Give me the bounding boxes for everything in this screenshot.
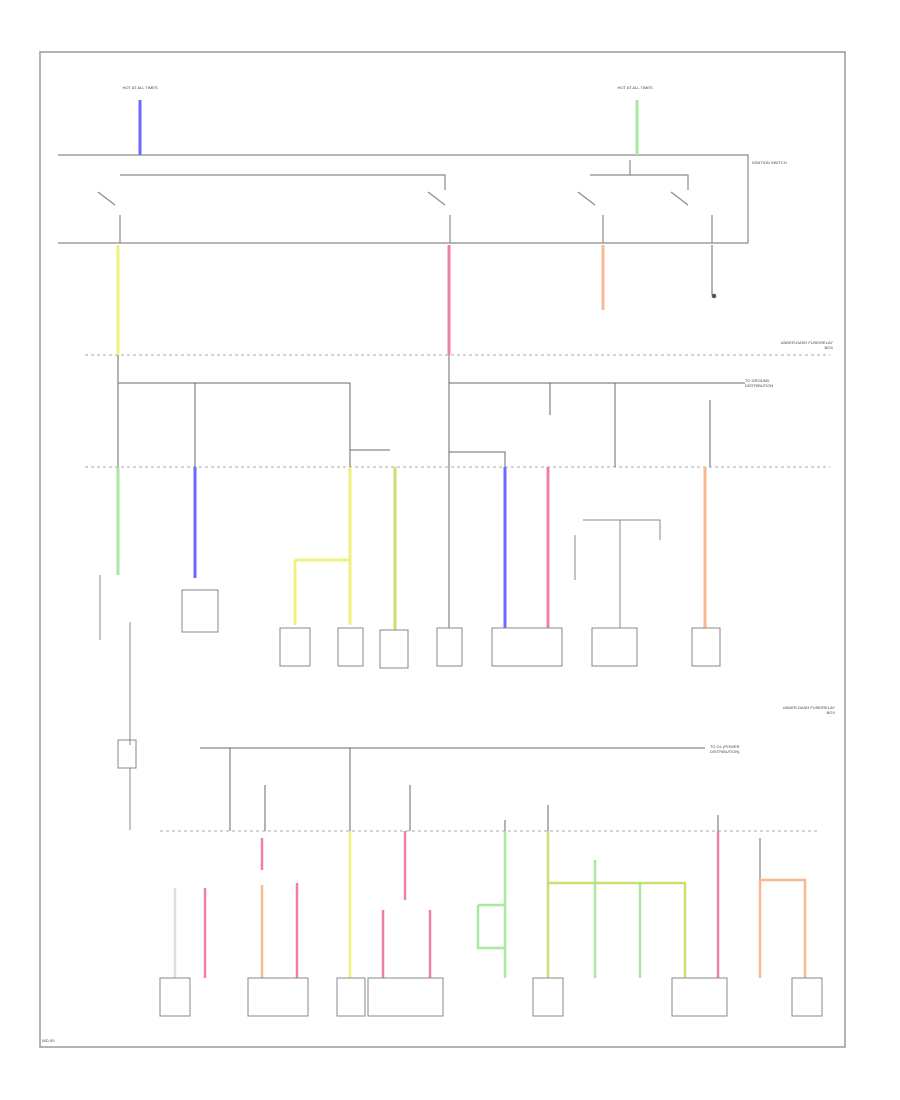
box-boundaries — [85, 354, 830, 832]
ground-symbol-icon — [711, 293, 717, 299]
power-distribution-label: TO G1 (POWER DISTRIBUTION) — [710, 744, 740, 754]
page-code-label: WD-00 — [42, 1038, 55, 1043]
middle-components — [99, 519, 721, 830]
to-ground-label: TO GROUND DISTRIBUTION — [745, 378, 774, 388]
lower-wires — [173, 831, 807, 978]
fuse-label-top-left: HOT AT ALL TIMES — [122, 85, 158, 90]
lower-bus — [200, 747, 761, 880]
underdash-box-label-1: UNDER-DASH FUSE/RELAY BOX — [780, 340, 833, 350]
middle-wires — [116, 467, 707, 630]
ignition-switch-label: IGNITION SWITCH — [752, 160, 787, 165]
upper-wires — [116, 245, 713, 355]
lower-components — [159, 977, 823, 1017]
diagram-frame — [39, 51, 846, 1048]
underdash-box-label-2: UNDER-DASH FUSE/RELAY BOX — [782, 705, 835, 715]
bus-lines — [117, 355, 745, 467]
fuse-label-top-right: HOT AT ALL TIMES — [617, 85, 653, 90]
ignition-switch-block — [58, 154, 749, 244]
